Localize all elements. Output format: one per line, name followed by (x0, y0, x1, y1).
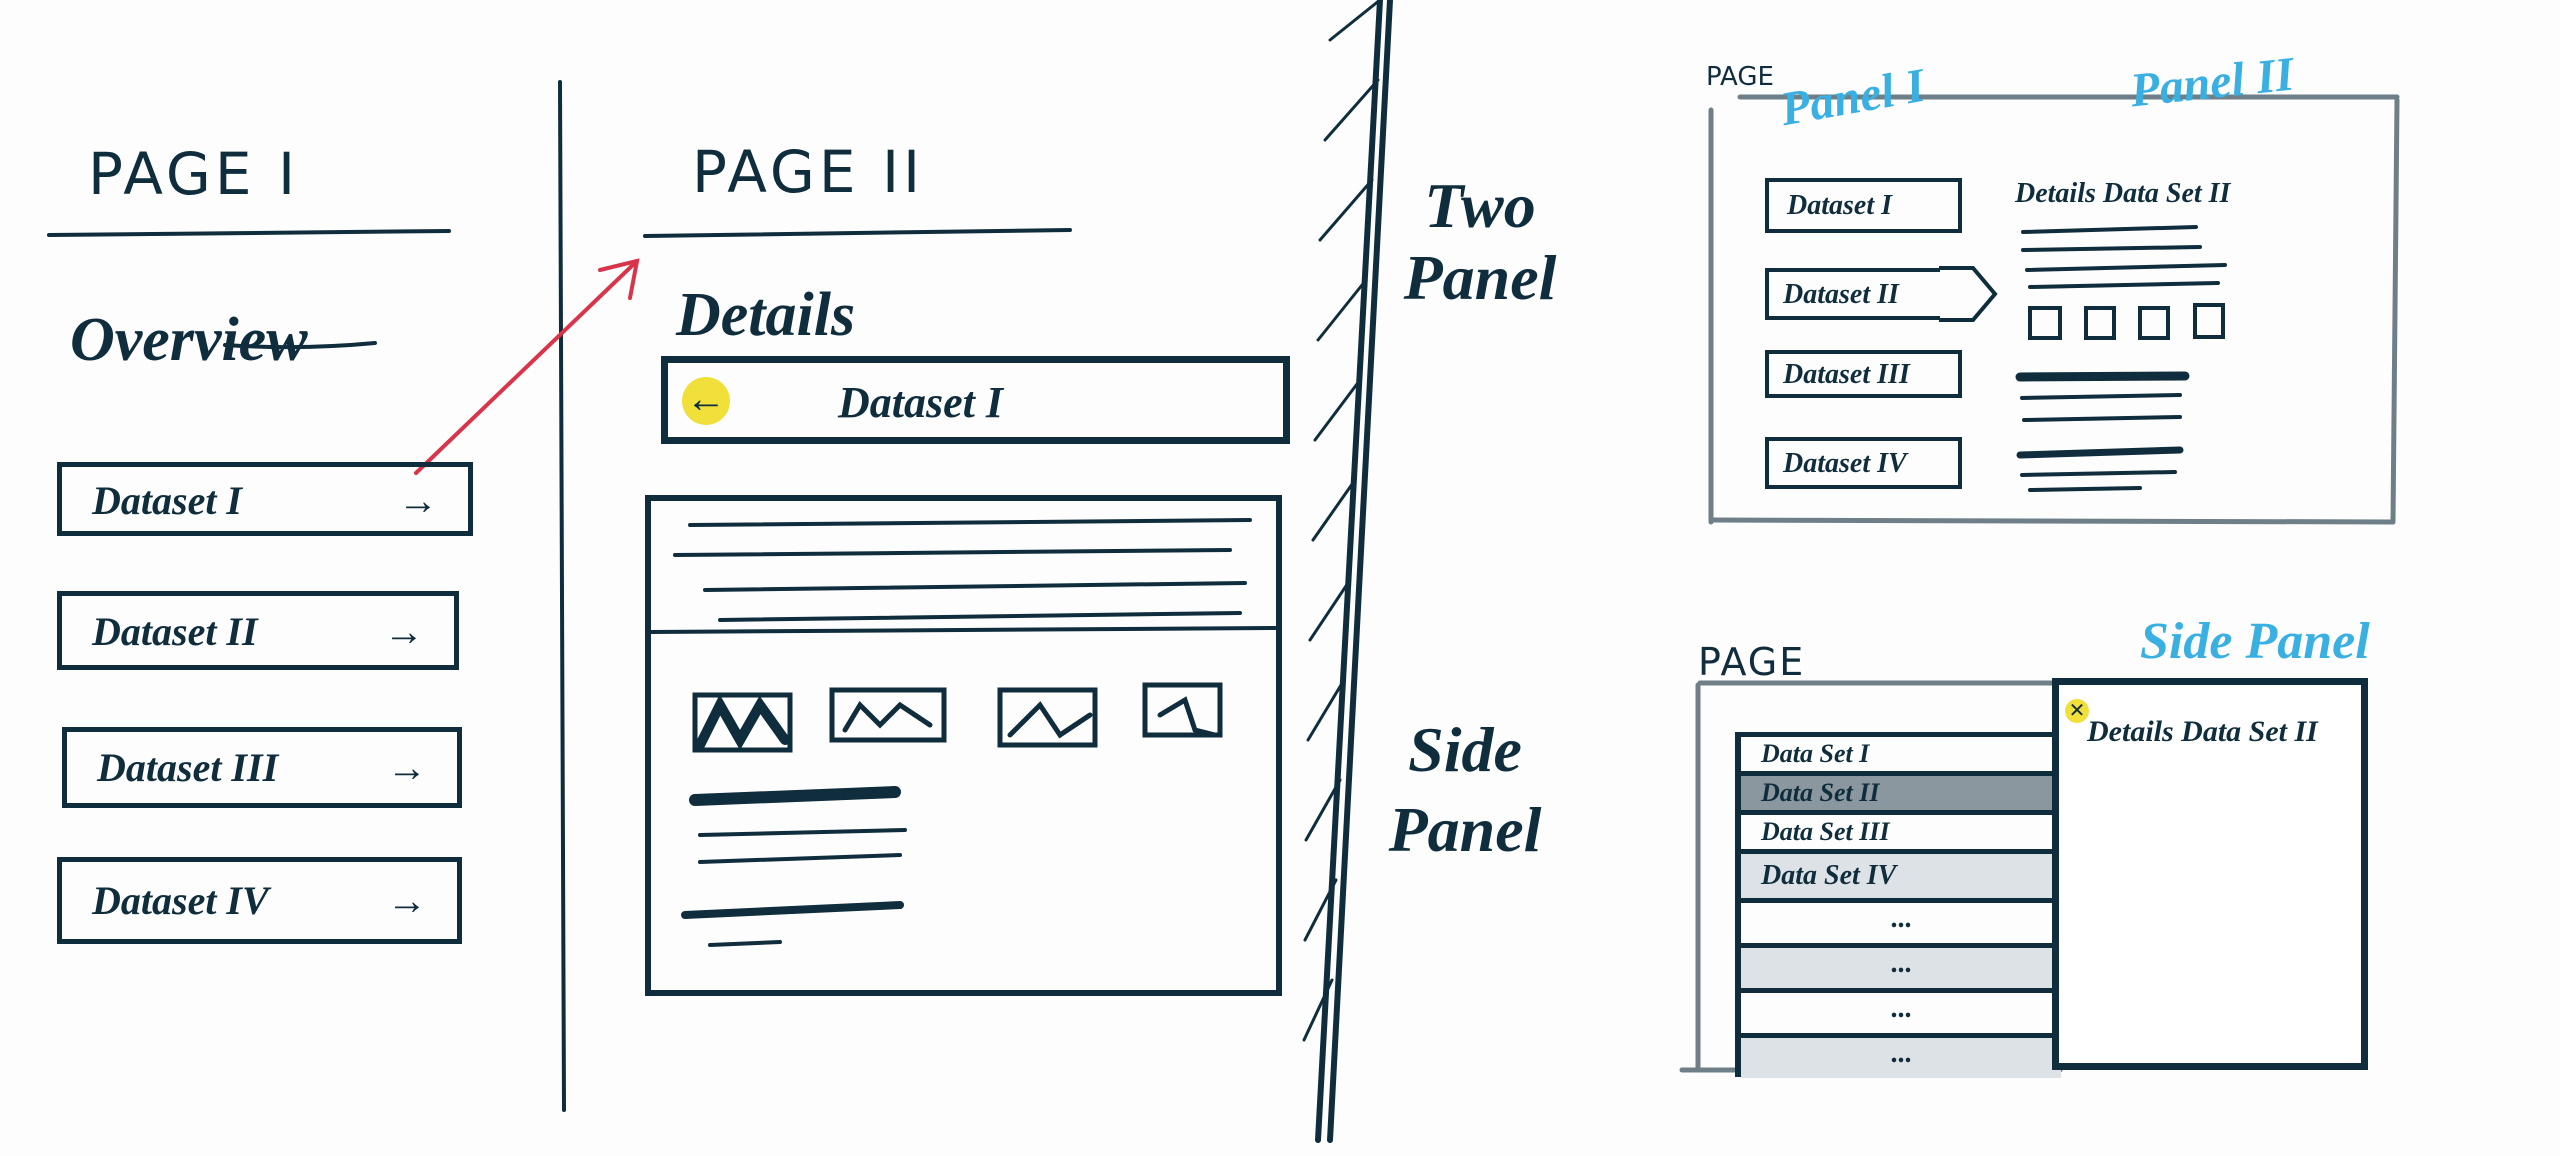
row-label: Data Set III (1761, 817, 1890, 846)
row-label: ... (1890, 948, 1912, 979)
two-panel-label: Two Panel (1403, 170, 1557, 313)
row-label: ... (1890, 903, 1912, 934)
row-label: ... (1890, 993, 1912, 1024)
overview-heading: Overview (70, 306, 308, 374)
panel-item-label: Dataset IV (1783, 448, 1907, 479)
two-panel-detail-title: Details Data Set II (2015, 178, 2231, 209)
arrow-left-icon[interactable]: ← (682, 377, 730, 425)
data-set-row-3[interactable]: Data Set III (1741, 815, 2061, 854)
row-label: Data Set I (1761, 739, 1870, 768)
arrow-right-icon: → (387, 745, 427, 790)
page-two-title: PAGE II (692, 138, 925, 206)
navigation-arrow (414, 258, 640, 475)
arrow-right-icon: → (387, 878, 427, 923)
page-one-title: PAGE I (88, 140, 300, 208)
list-item-dataset-3[interactable]: Dataset III → (62, 727, 462, 808)
side-panel-label: Side Panel (2140, 613, 2370, 670)
detail-text-lines (648, 518, 1277, 947)
row-label: ... (1890, 1038, 1912, 1069)
two-panel-detail-lines (2015, 225, 2227, 492)
overview-underline-stroke (223, 341, 377, 350)
panel-item-dataset-4[interactable]: Dataset IV (1765, 437, 1962, 489)
panel-item-dataset-1[interactable]: Dataset I (1765, 178, 1962, 233)
panel-item-dataset-3[interactable]: Dataset III (1765, 350, 1962, 398)
detail-header-bar: ← Dataset I (661, 356, 1290, 444)
list-item-label: Dataset II (92, 609, 258, 654)
side-panel-page-label: PAGE (1698, 640, 1806, 684)
side-panel-detail-title: Details Data Set II (2087, 715, 2318, 748)
detail-header-label: Dataset I (838, 378, 1003, 427)
detail-content-box (645, 495, 1282, 996)
close-icon[interactable]: ✕ (2065, 699, 2089, 723)
list-item-label: Dataset III (97, 745, 279, 790)
row-label: Data Set IV (1761, 860, 1897, 891)
image-thumbnails (692, 682, 1223, 753)
page-one-underline (47, 229, 451, 237)
data-set-row-7[interactable]: ... (1741, 993, 2061, 1038)
data-set-list: Data Set I Data Set II Data Set III Data… (1735, 732, 2061, 1078)
details-heading: Details (676, 281, 856, 349)
arrow-right-icon: → (398, 478, 438, 523)
page-divider (558, 80, 566, 1112)
row-label: Data Set II (1761, 778, 1880, 807)
section-separator (1302, 0, 1393, 1143)
selection-pointer (1939, 266, 1998, 322)
panel-item-dataset-2-selected[interactable]: Dataset II (1765, 266, 1998, 322)
list-item-label: Dataset I (92, 478, 242, 523)
list-item-label: Dataset IV (92, 878, 269, 923)
arrow-right-icon: → (384, 609, 424, 654)
panel-item-label: Dataset II (1783, 279, 1899, 310)
data-set-row-5[interactable]: ... (1741, 903, 2061, 948)
data-set-row-4[interactable]: Data Set IV (1741, 854, 2061, 903)
list-item-dataset-4[interactable]: Dataset IV → (57, 857, 462, 944)
list-item-dataset-1[interactable]: Dataset I → (57, 462, 473, 536)
side-panel-pattern-label: Side Panel (1388, 714, 1542, 865)
data-set-row-2-selected[interactable]: Data Set II (1741, 776, 2061, 815)
data-set-row-1[interactable]: Data Set I (1741, 737, 2061, 776)
two-panel-frame (1708, 94, 2400, 525)
data-set-row-8[interactable]: ... (1741, 1038, 2061, 1078)
list-item-dataset-2[interactable]: Dataset II → (57, 591, 459, 670)
page-two-underline (643, 228, 1072, 238)
two-panel-page-label: PAGE (1706, 62, 1774, 92)
side-panel: ✕ Details Data Set II (2052, 678, 2368, 1070)
panel-item-label: Dataset III (1783, 359, 1910, 390)
panel-item-label: Dataset I (1787, 190, 1892, 221)
data-set-row-6[interactable]: ... (1741, 948, 2061, 993)
